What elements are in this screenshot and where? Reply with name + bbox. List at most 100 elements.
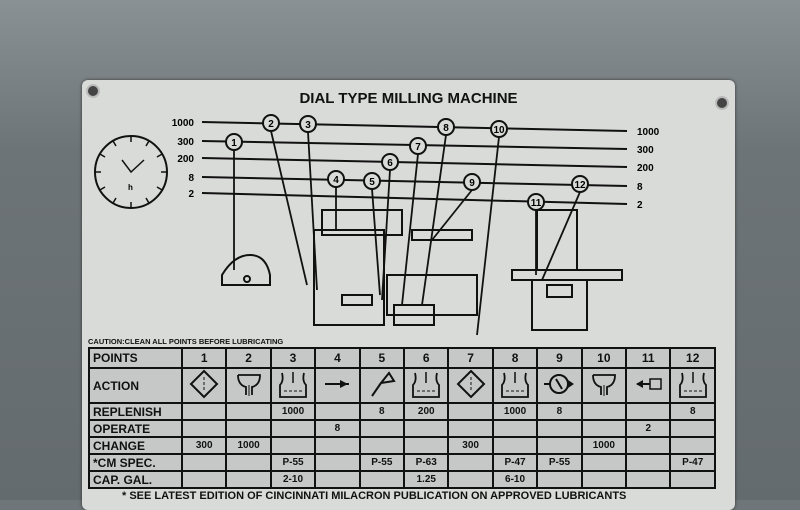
point-number: 8 — [443, 123, 449, 134]
table-cell: P-55 — [358, 453, 406, 472]
table-cell — [269, 436, 317, 455]
table-cell — [536, 419, 583, 438]
row-label: REPLENISH — [88, 402, 183, 421]
point-number: 9 — [469, 178, 475, 189]
footer-note: * SEE LATEST EDITION OF CINCINNATI MILAC… — [122, 490, 627, 502]
leader-line — [307, 131, 318, 291]
table-cell — [358, 436, 406, 455]
table-cell: 8 — [669, 402, 716, 421]
table-cell — [403, 419, 450, 438]
table-cell — [225, 419, 272, 438]
table-cell — [625, 367, 672, 404]
point-marker — [409, 137, 427, 155]
screw-icon — [86, 84, 100, 98]
point-number: 11 — [531, 198, 542, 209]
interval-label-left: 200 — [177, 154, 194, 165]
table-cell: 200 — [403, 402, 450, 421]
operate-arrow-icon — [325, 380, 350, 388]
table-cell: 8 — [491, 347, 539, 369]
point-marker — [299, 115, 317, 133]
table-cell — [536, 367, 583, 404]
interval-label-right: 2 — [637, 200, 643, 211]
fill-icon — [678, 372, 707, 398]
table-cell: 12 — [669, 347, 716, 369]
table-cell — [447, 470, 494, 489]
table-cell — [314, 470, 361, 489]
table-cell — [625, 453, 672, 472]
drain-icon — [236, 374, 261, 396]
table-cell — [225, 367, 272, 404]
table-cell — [314, 402, 361, 421]
table-cell: 2 — [625, 419, 672, 438]
point-number: 2 — [268, 119, 274, 130]
table-cell — [180, 367, 228, 404]
table-cell: 1.25 — [403, 470, 450, 489]
table-cell — [669, 470, 716, 489]
interval-line — [201, 192, 628, 205]
table-cell — [358, 470, 406, 489]
interval-label-right: 8 — [637, 182, 643, 193]
table-cell — [180, 402, 228, 421]
table-cell — [314, 367, 361, 404]
table-cell — [447, 419, 494, 438]
dial-clock-icon: h — [94, 135, 168, 209]
row-label: POINTS — [88, 347, 183, 369]
table-cell — [358, 419, 406, 438]
table-cell: 9 — [536, 347, 583, 369]
point-number: 4 — [333, 175, 339, 186]
table-cell — [314, 436, 361, 455]
table-row: ACTION — [88, 367, 716, 404]
table-cell: 1000 — [269, 402, 317, 421]
table-cell: 6-10 — [491, 470, 539, 489]
table-cell — [447, 453, 494, 472]
leader-line — [541, 191, 581, 281]
table-cell: P-47 — [491, 453, 539, 472]
point-marker — [363, 172, 381, 190]
interval-label-right: 200 — [637, 163, 654, 174]
point-marker — [463, 173, 481, 191]
table-cell — [580, 470, 628, 489]
table-cell: P-63 — [403, 453, 450, 472]
fill-icon — [501, 372, 529, 398]
table-cell — [580, 402, 628, 421]
fill-icon — [279, 372, 307, 398]
table-cell: 8 — [536, 402, 583, 421]
table-cell: 300 — [180, 436, 228, 455]
interval-label-left: 1000 — [172, 118, 195, 129]
table-cell — [669, 436, 716, 455]
table-cell — [491, 367, 539, 404]
table-cell: P-47 — [669, 453, 716, 472]
interval-label-right: 1000 — [637, 127, 660, 138]
table-cell: P-55 — [269, 453, 317, 472]
table-cell — [180, 453, 228, 472]
table-cell: 5 — [358, 347, 406, 369]
table-cell — [580, 419, 628, 438]
interval-label-left: 8 — [188, 173, 194, 184]
point-marker — [437, 118, 455, 136]
row-label: CHANGE — [88, 436, 183, 455]
leader-line — [431, 189, 473, 241]
filter-icon — [189, 369, 219, 399]
reservoir-icon — [221, 253, 271, 286]
interval-label-left: 2 — [188, 189, 194, 200]
table-cell: 8 — [314, 419, 361, 438]
table-cell — [225, 470, 272, 489]
table-cell — [180, 419, 228, 438]
table-cell — [491, 419, 539, 438]
check-icon — [636, 378, 663, 390]
table-cell — [536, 470, 583, 489]
table-cell — [580, 453, 628, 472]
table-cell — [314, 453, 361, 472]
table-cell: 6 — [403, 347, 450, 369]
table-cell — [669, 419, 716, 438]
table-cell — [447, 367, 494, 404]
filter-icon — [456, 369, 486, 399]
table-cell — [269, 419, 317, 438]
point-marker — [262, 114, 280, 132]
point-number: 12 — [574, 180, 586, 191]
table-cell: 3 — [269, 347, 317, 369]
